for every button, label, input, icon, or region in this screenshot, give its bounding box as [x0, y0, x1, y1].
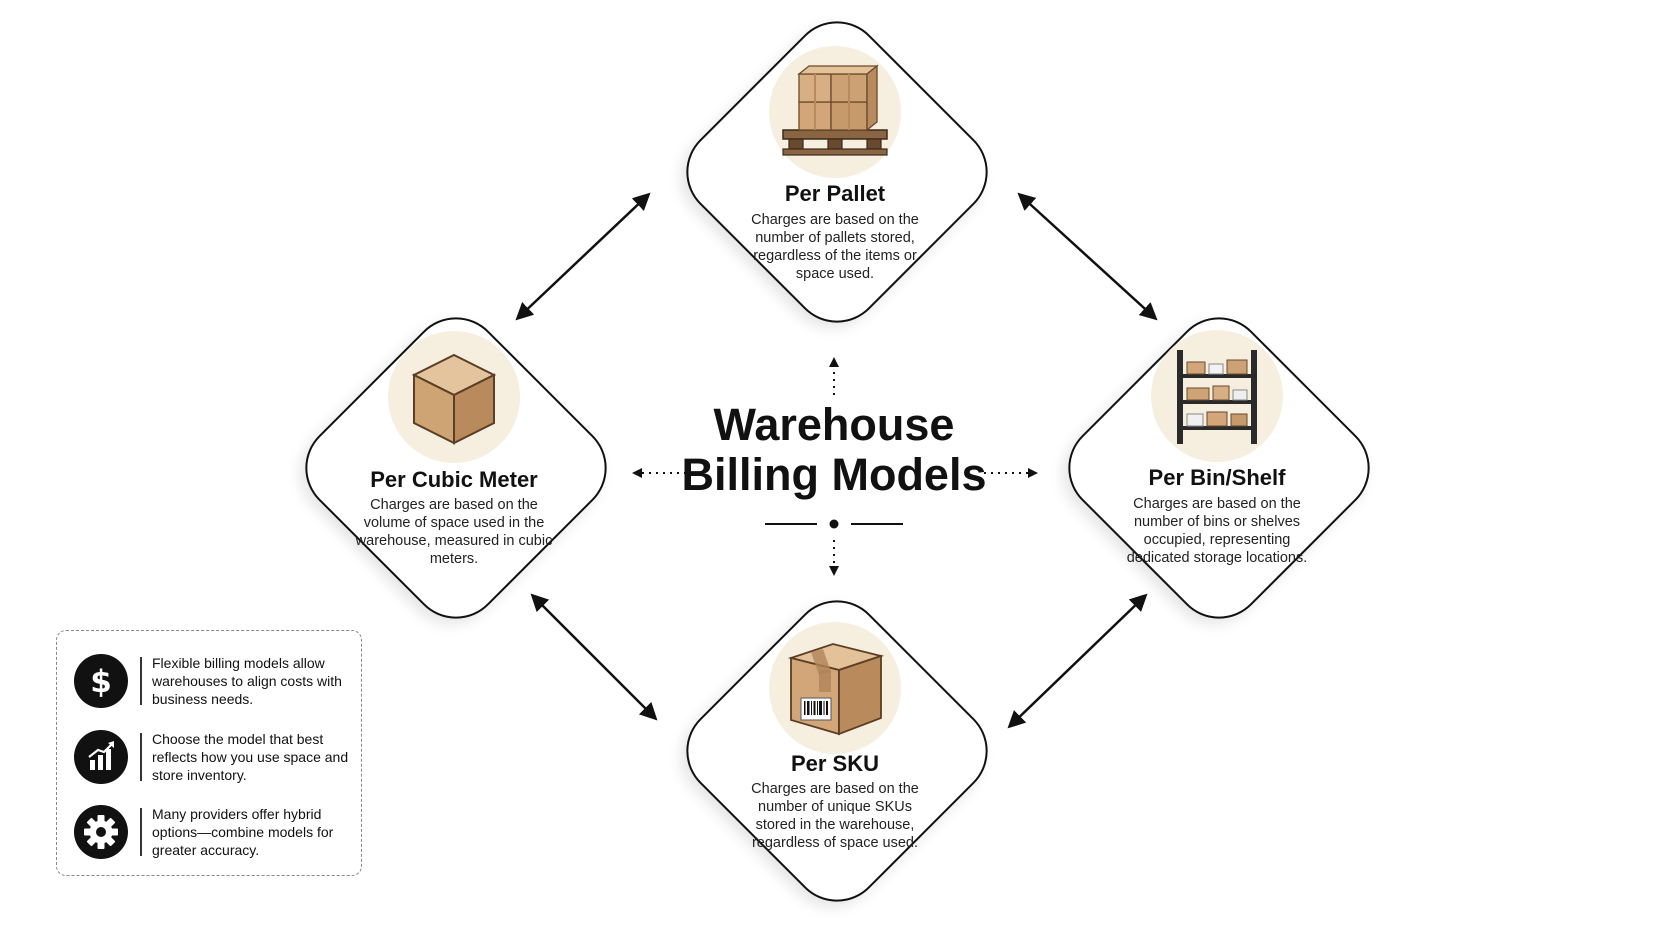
title-line-2: Billing Models: [681, 449, 987, 500]
icon-circle: $: [74, 654, 128, 708]
arrow-cubic-sku: [530, 593, 658, 721]
node-per-sku: Per SKU Charges are based on the number …: [665, 579, 1007, 921]
divider: [140, 808, 142, 856]
info-text: Choose the model that best reflects how …: [152, 731, 349, 783]
node-description: Charges are based on the number of uniqu…: [751, 781, 919, 851]
info-item: Many providers offer hybrid options—comb…: [74, 804, 359, 860]
title-line-1: Warehouse: [713, 399, 955, 450]
node-description: Charges are based on the volume of space…: [355, 497, 553, 567]
node-title: Per Bin/Shelf: [1148, 465, 1286, 490]
node-title: Per Cubic Meter: [370, 467, 538, 492]
info-item: $ Flexible billing models allow warehous…: [74, 653, 359, 709]
growth-chart-icon: [88, 741, 114, 770]
dollar-icon: $: [90, 664, 112, 700]
node-per-pallet: Per Pallet Charges are based on the numb…: [665, 0, 1007, 342]
icon-backdrop: [1151, 330, 1283, 462]
gear-icon: [84, 815, 118, 849]
info-item: Choose the model that best reflects how …: [74, 729, 359, 785]
icon-backdrop: [769, 622, 901, 754]
arrow-pallet-bin: [1017, 192, 1158, 321]
pallet-boxes-icon: [782, 64, 888, 156]
arrow-pallet-cubic: [515, 192, 651, 321]
divider: [140, 657, 142, 705]
node-per-cubic-meter: Per Cubic Meter Charges are based on the…: [284, 296, 626, 638]
node-title: Per Pallet: [784, 181, 886, 206]
divider: [140, 733, 142, 781]
arrow-bin-sku: [1007, 593, 1148, 729]
title-divider: [765, 519, 903, 529]
info-text: Many providers offer hybrid options—comb…: [152, 806, 334, 858]
node-description: Charges are based on the number of palle…: [751, 212, 919, 282]
icon-backdrop: [769, 46, 901, 178]
info-text: Flexible billing models allow warehouses…: [152, 655, 342, 707]
barcode-box-icon: [787, 643, 885, 736]
node-description: Charges are based on the number of bins …: [1126, 496, 1308, 566]
icon-backdrop: [388, 331, 520, 463]
page-title: Warehouse Billing Models: [634, 400, 1034, 500]
shelf-rack-icon: [1177, 350, 1257, 444]
cube-box-icon: [411, 353, 497, 445]
node-per-bin-shelf: Per Bin/Shelf Charges are based on the n…: [1047, 296, 1389, 638]
info-box: $ Flexible billing models allow warehous…: [56, 630, 362, 876]
icon-circle: [74, 805, 128, 859]
svg-text:$: $: [90, 664, 112, 700]
icon-circle: [74, 730, 128, 784]
node-title: Per SKU: [790, 751, 880, 776]
